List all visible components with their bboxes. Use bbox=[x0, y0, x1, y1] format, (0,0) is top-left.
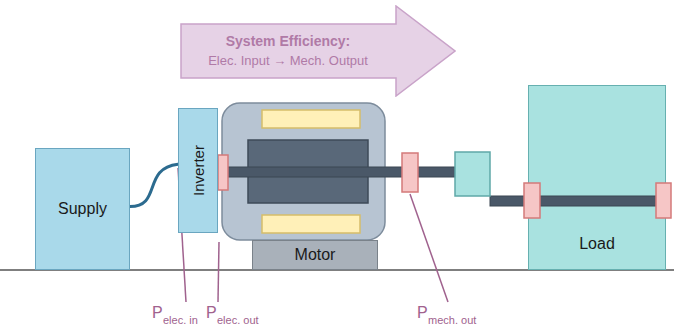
stator-bottom bbox=[262, 215, 360, 233]
coupling bbox=[455, 152, 490, 196]
load-box: Load bbox=[528, 85, 666, 270]
leader-line bbox=[410, 194, 448, 302]
power-symbol: P bbox=[152, 304, 163, 322]
inverter-box: Inverter bbox=[178, 108, 218, 233]
bearing bbox=[218, 155, 228, 190]
node-label: Supply bbox=[58, 200, 107, 218]
leader-line bbox=[218, 242, 219, 302]
bearing bbox=[402, 153, 418, 192]
arrow-shape bbox=[180, 5, 456, 97]
motor-shaft bbox=[222, 167, 455, 177]
power-subscript: elec. out bbox=[217, 314, 259, 326]
node-label: Motor bbox=[295, 246, 336, 264]
power-symbol: P bbox=[417, 304, 428, 322]
arrow-outline bbox=[181, 6, 455, 96]
node-label: Inverter bbox=[190, 145, 207, 196]
arrow-text-area: System Efficiency:Elec. Input → Mech. Ou… bbox=[180, 32, 396, 70]
efficiency-arrow: System Efficiency:Elec. Input → Mech. Ou… bbox=[180, 5, 456, 97]
power-subscript: mech. out bbox=[428, 314, 476, 326]
power-subscript: elec. in bbox=[163, 314, 198, 326]
supply-cable bbox=[130, 164, 178, 206]
stator-top bbox=[262, 110, 360, 128]
arrow-heading: System Efficiency: bbox=[180, 32, 396, 51]
power-symbol: P bbox=[206, 304, 217, 322]
load-shaft bbox=[490, 196, 530, 206]
supply-box: Supply bbox=[35, 148, 130, 270]
motor-base: Motor bbox=[252, 240, 378, 270]
node-label: Load bbox=[579, 235, 615, 253]
arrow-body: Elec. Input → Mech. Output bbox=[180, 51, 396, 70]
